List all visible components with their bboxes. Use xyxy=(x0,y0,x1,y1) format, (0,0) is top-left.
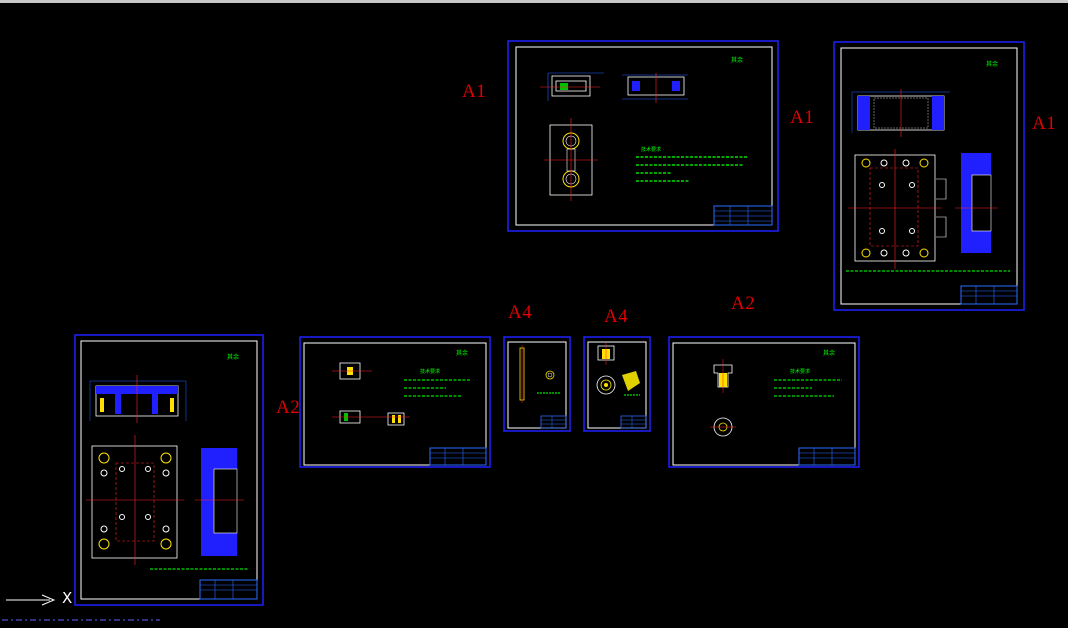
sheet-a2-bottom-second[interactable]: 其余 技术要求 xyxy=(299,336,491,468)
ucs-x-label: X xyxy=(62,589,73,607)
sheet-size-label: A2 xyxy=(731,293,756,314)
svg-text:其余: 其余 xyxy=(823,349,835,357)
sheet-size-label: A1 xyxy=(790,107,815,128)
window-top-edge xyxy=(0,0,1068,3)
sheet-a1-top-middle[interactable]: 其余 技术要求 xyxy=(507,40,779,232)
svg-text:其余: 其余 xyxy=(227,353,239,361)
sheet-size-label: A1 xyxy=(1032,113,1057,134)
svg-text:技术要求: 技术要求 xyxy=(790,368,810,375)
sheet-size-label: A4 xyxy=(508,302,533,323)
svg-text:其余: 其余 xyxy=(986,60,998,68)
svg-text:技术要求: 技术要求 xyxy=(641,146,661,153)
sheet-size-label: A2 xyxy=(276,397,301,418)
sheet-a1-top-right[interactable]: 其余 xyxy=(833,41,1025,311)
svg-text:其余: 其余 xyxy=(456,349,468,357)
svg-text:技术要求: 技术要求 xyxy=(420,368,440,375)
svg-text:其余: 其余 xyxy=(731,56,743,64)
sheet-a2-bottom-left[interactable]: 其余 xyxy=(74,334,264,606)
sheet-size-label: A4 xyxy=(604,306,629,327)
sheet-a4-right[interactable] xyxy=(583,336,651,432)
sheet-size-label: A1 xyxy=(462,81,487,102)
sheet-a4-left[interactable] xyxy=(503,336,571,432)
drawing-canvas[interactable]: 其余 技术要求 其余 xyxy=(0,3,1068,623)
ucs-axis-icon: X xyxy=(4,589,84,609)
sheet-a2-bottom-right[interactable]: 其余 技术要求 xyxy=(668,336,860,468)
